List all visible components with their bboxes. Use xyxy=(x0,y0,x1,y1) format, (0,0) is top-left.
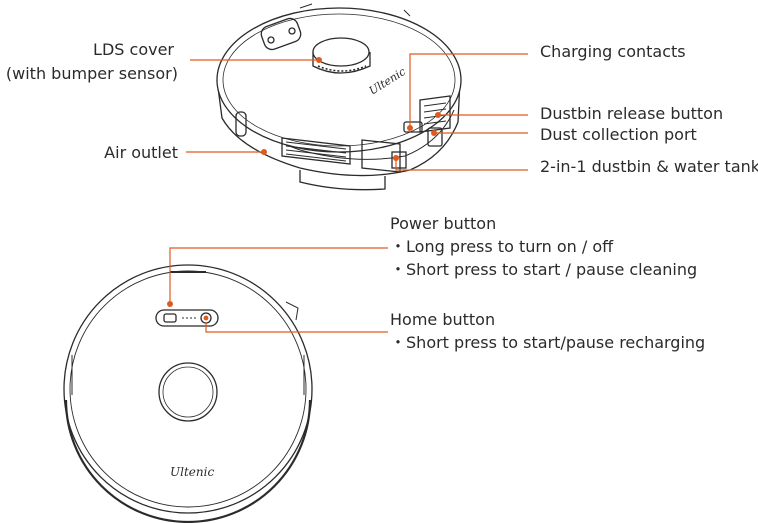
charging-contact-plate xyxy=(403,121,423,133)
bottom-lds-inner xyxy=(162,366,214,418)
label-dust-collection: Dust collection port xyxy=(540,125,697,144)
robot-outer-shell xyxy=(63,264,313,514)
dust-collection-port xyxy=(427,127,443,147)
label-power-button: Power button xyxy=(390,214,497,233)
power-item-1: ・Long press to turn on / off xyxy=(390,237,613,257)
power-item-2-text: Short press to start / pause cleaning xyxy=(406,260,698,279)
bottom-button-panel xyxy=(155,309,219,327)
bullet: ・ xyxy=(390,237,407,256)
charging-contacts-leader xyxy=(409,53,528,128)
label-dustbin-release: Dustbin release button xyxy=(540,104,724,123)
power-button-marker xyxy=(167,301,173,307)
dustbin-tank-leader xyxy=(395,158,528,171)
bullet: ・ xyxy=(390,260,407,279)
bottom-logo: Ultenic xyxy=(170,465,214,479)
power-item-2: ・Short press to start / pause cleaning xyxy=(390,260,697,280)
label-lds-cover: LDS cover xyxy=(93,40,174,59)
bottom-lds-cover xyxy=(158,362,218,422)
robot-top-lid xyxy=(216,7,462,153)
label-lds-cover-sub: (with bumper sensor) xyxy=(5,64,178,83)
top-home-button-icon xyxy=(288,27,296,35)
air-outlet-slats xyxy=(285,141,347,162)
label-air-outlet: Air outlet xyxy=(104,143,178,162)
lds-cover xyxy=(312,37,370,67)
rear-tabs xyxy=(299,3,411,17)
robot-side-wall xyxy=(216,79,461,177)
top-robot xyxy=(216,3,462,191)
side-brush-arm xyxy=(285,301,299,321)
lds-window xyxy=(317,65,367,72)
top-power-button-icon xyxy=(267,36,275,44)
side-bumper-seams xyxy=(71,355,305,395)
robot-top-rim xyxy=(222,13,456,147)
bottom-leader-lines xyxy=(169,247,388,333)
top-leader-lines xyxy=(186,53,528,171)
label-home-button: Home button xyxy=(390,310,496,329)
air-outlet-grille xyxy=(281,137,351,165)
right-side-vent xyxy=(419,95,451,133)
side-slot xyxy=(235,111,247,137)
dustbin-latch xyxy=(391,151,407,169)
home-item-1-text: Short press to start/pause recharging xyxy=(406,333,706,352)
power-item-1-text: Long press to turn on / off xyxy=(406,237,614,256)
home-button-leader xyxy=(205,322,388,333)
home-item-1: ・Short press to start/pause recharging xyxy=(390,333,705,353)
home-button-accent xyxy=(203,315,209,321)
bottom-power-button xyxy=(163,313,177,323)
label-charging-contacts: Charging contacts xyxy=(540,42,686,61)
label-dustbin-tank: 2-in-1 dustbin & water tank xyxy=(540,157,758,176)
front-bumper xyxy=(64,399,312,523)
power-button-leader xyxy=(169,247,388,304)
bullet: ・ xyxy=(390,333,407,352)
bottom-robot xyxy=(63,264,313,523)
top-button-panel xyxy=(260,17,302,51)
robot-base-skirt xyxy=(299,170,386,191)
right-vent-slats xyxy=(423,102,447,125)
dustbin-tank xyxy=(361,139,401,173)
